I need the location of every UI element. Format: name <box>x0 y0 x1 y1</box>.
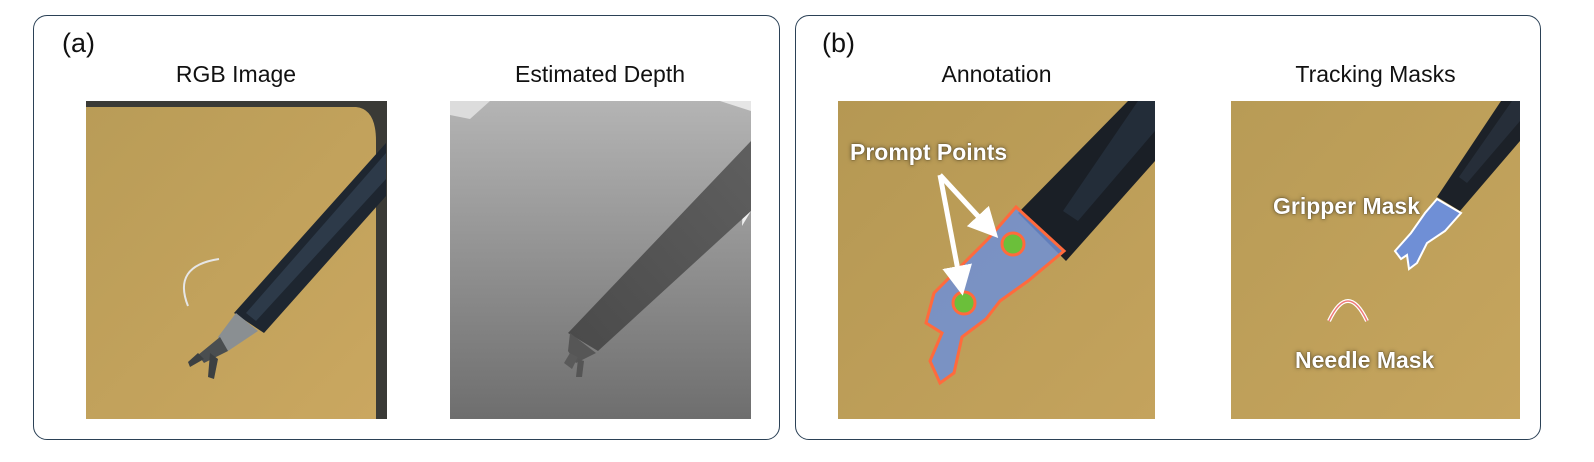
prompt-point-1 <box>1000 231 1026 257</box>
estimated-depth-image <box>450 101 751 419</box>
prompt-points-label: Prompt Points <box>850 139 1008 165</box>
rgb-image-title: RGB Image <box>175 61 297 87</box>
panel-a-label: (a) <box>62 28 95 58</box>
prompt-point-2 <box>951 290 977 316</box>
tracking-masks-image: Gripper Mask Needle Mask <box>1231 101 1520 419</box>
needle-mask-label: Needle Mask <box>1295 347 1435 373</box>
panel-b: (b) Annotation Tracking Masks <box>795 15 1541 440</box>
annotation-title: Annotation <box>941 61 1052 87</box>
rgb-image <box>86 101 387 419</box>
tracking-masks-title: Tracking Masks <box>1295 61 1456 87</box>
panel-a: (a) RGB Image Estimated Depth <box>33 15 780 440</box>
annotation-image: Prompt Points <box>838 101 1155 419</box>
gripper-tracking-mask <box>1393 197 1463 271</box>
panel-b-label: (b) <box>822 28 855 58</box>
estimated-depth-title: Estimated Depth <box>514 61 686 87</box>
gripper-mask-label: Gripper Mask <box>1273 193 1420 219</box>
